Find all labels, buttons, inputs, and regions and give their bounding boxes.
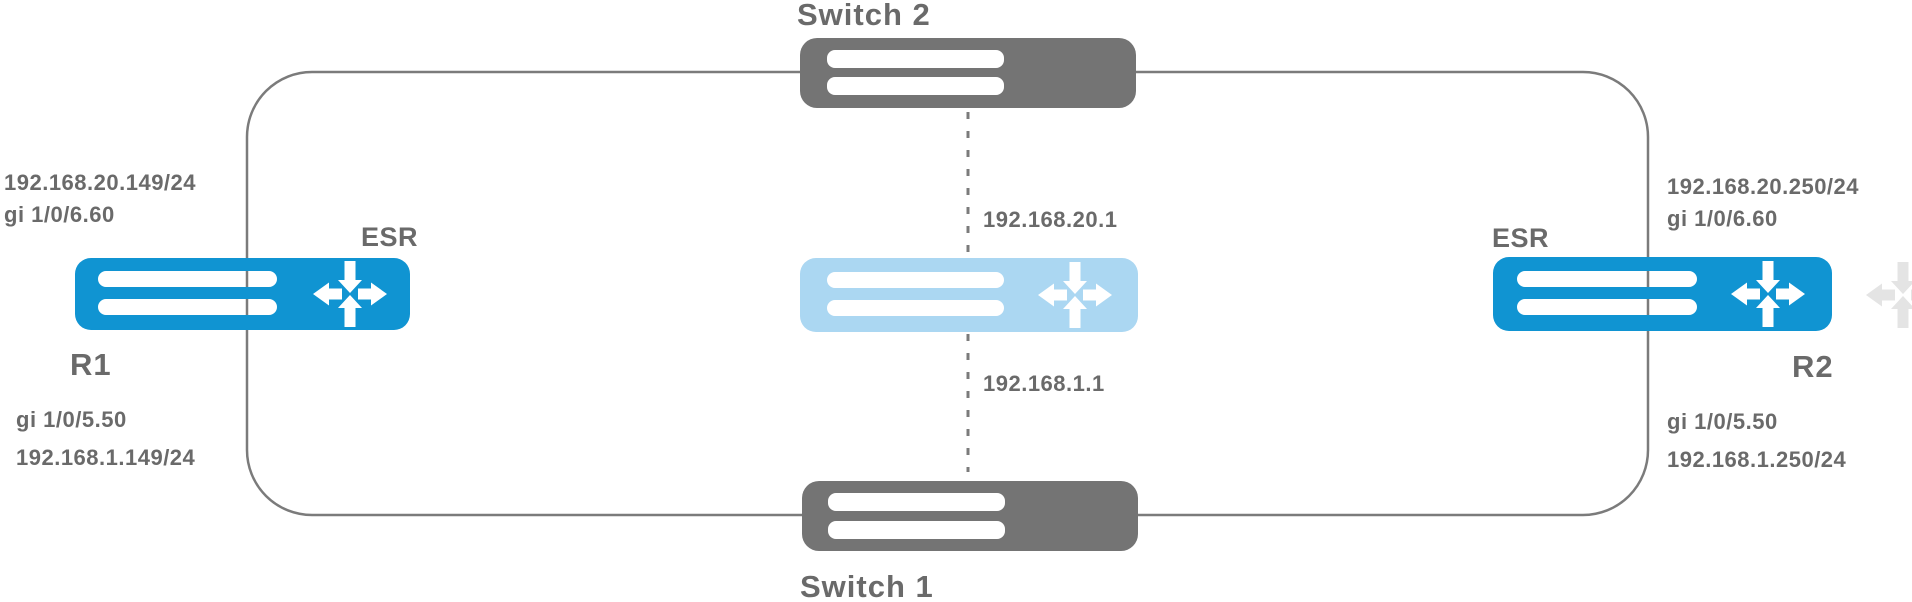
- switch1-slot: [828, 493, 1005, 511]
- r2-bottom-ip-label: 192.168.1.250/24: [1667, 447, 1847, 472]
- r2-device-type-label: ESR: [1492, 223, 1549, 253]
- switch2-icon: [800, 38, 1136, 108]
- virtual-ip-top-label: 192.168.20.1: [983, 207, 1117, 232]
- switch1-label: Switch 1: [800, 569, 934, 602]
- switch1-slot: [828, 521, 1005, 539]
- switch1-icon: [802, 481, 1138, 551]
- r2-router-body: [1493, 257, 1832, 331]
- virtual-ip-bottom-label: 192.168.1.1: [983, 371, 1105, 396]
- switch1-body: [802, 481, 1138, 551]
- r1-router-body: [75, 258, 410, 330]
- r1-label: R1: [70, 347, 112, 382]
- switch2-slot: [827, 77, 1004, 95]
- r2-router-icon: [1493, 257, 1832, 331]
- ghost-router-arrows-icon: [1866, 262, 1912, 328]
- virtual-router-body: [800, 258, 1138, 332]
- r1-router-icon: [75, 258, 410, 330]
- r1-top-ip-label: 192.168.20.149/24: [4, 170, 196, 195]
- r2-label: R2: [1792, 349, 1834, 384]
- r2-top-port-label: gi 1/0/6.60: [1667, 206, 1778, 231]
- switch2-label: Switch 2: [797, 0, 931, 32]
- r1-bottom-port-label: gi 1/0/5.50: [16, 407, 127, 432]
- r1-top-port-label: gi 1/0/6.60: [4, 202, 115, 227]
- virtual-router-icon: [800, 258, 1138, 332]
- r1-bottom-ip-label: 192.168.1.149/24: [16, 445, 196, 470]
- switch2-body: [800, 38, 1136, 108]
- r1-device-type-label: ESR: [361, 222, 418, 252]
- r2-bottom-port-label: gi 1/0/5.50: [1667, 409, 1778, 434]
- r2-top-ip-label: 192.168.20.250/24: [1667, 174, 1859, 199]
- switch2-slot: [827, 50, 1004, 68]
